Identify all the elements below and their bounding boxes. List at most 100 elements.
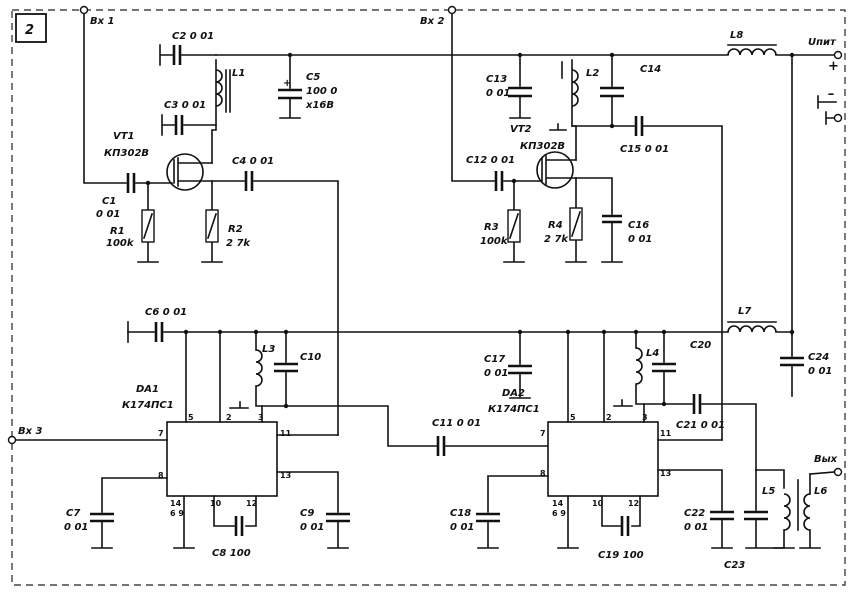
svg-text:7: 7 <box>540 429 546 438</box>
c2-label: C2 0 01 <box>172 31 214 42</box>
l5-label: L5 <box>762 486 775 497</box>
svg-text:2: 2 <box>226 413 232 422</box>
c6-label: C6 0 01 <box>145 307 187 318</box>
da2-label: DA2 <box>502 388 525 399</box>
svg-text:13: 13 <box>280 471 291 480</box>
c21-label: C21 0 01 <box>676 420 725 431</box>
input-1-terminal <box>79 5 89 15</box>
vt2-transistor <box>536 151 574 189</box>
svg-text:3: 3 <box>258 413 264 422</box>
c13-value: 0 01 <box>486 88 510 99</box>
c18-value: 0 01 <box>450 522 474 533</box>
c8-label: C8 100 <box>212 548 251 559</box>
svg-text:12: 12 <box>246 499 257 508</box>
svg-text:7: 7 <box>158 429 164 438</box>
svg-text:5: 5 <box>570 413 576 422</box>
c22-label: C22 <box>684 508 705 519</box>
c22-value: 0 01 <box>684 522 708 533</box>
svg-text:11: 11 <box>660 429 672 438</box>
l8-label: L8 <box>730 30 743 41</box>
c5-label: C5 <box>306 72 320 83</box>
c7-label: C7 <box>66 508 80 519</box>
input-2-terminal <box>447 5 457 15</box>
c17-label: C17 <box>484 354 505 365</box>
svg-text:6 9: 6 9 <box>552 509 566 518</box>
da1-type: К174ПС1 <box>122 400 174 411</box>
output-stage: C23 L5 L6 Вых <box>724 454 843 571</box>
supply-terminal <box>833 50 843 60</box>
r1-label: R1 <box>110 226 125 237</box>
c16-value: 0 01 <box>628 234 652 245</box>
output-terminal <box>833 467 843 477</box>
svg-text:10: 10 <box>592 499 604 508</box>
stage-da2: DA2 К174ПС1 2 3 5 7 8 10 11 12 13 14 6 9… <box>450 329 757 561</box>
c5-value: 100 0 <box>306 86 337 97</box>
svg-text:13: 13 <box>660 469 671 478</box>
c18-label: C18 <box>450 508 471 519</box>
input-2-label: Вх 2 <box>420 16 445 27</box>
stage-vt1: Вх 1 C1 0 01 R1 100k VT1 КП302В R2 2 7k … <box>79 5 339 436</box>
c3-label: C3 0 01 <box>164 100 206 111</box>
input-3-label: Вх 3 <box>18 426 43 437</box>
output-label: Вых <box>814 454 838 465</box>
l4-label: L4 <box>646 348 659 359</box>
c1-label: C1 <box>102 196 116 207</box>
c24-label: C24 <box>808 352 829 363</box>
supply-label: Uпит <box>808 37 837 48</box>
input-1-label: Вх 1 <box>90 16 115 27</box>
c4-label: C4 0 01 <box>232 156 274 167</box>
stage-da1: DA1 К174ПС1 2 3 5 7 8 10 11 12 13 14 6 9… <box>7 329 549 559</box>
c16-label: C16 <box>628 220 649 231</box>
c5-rating: x16B <box>305 100 334 111</box>
c17-value: 0 01 <box>484 368 508 379</box>
svg-text:2: 2 <box>606 413 612 422</box>
figure-number: 2 <box>25 23 34 38</box>
r3-value: 100k <box>480 236 509 247</box>
vt1-type: КП302В <box>104 148 149 159</box>
svg-text:+: + <box>283 78 291 89</box>
c24-value: 0 01 <box>808 366 832 377</box>
figure-number-box: 2 <box>15 13 47 43</box>
supply-minus: – <box>828 87 835 102</box>
l6-label: L6 <box>814 486 827 497</box>
r2-label: R2 <box>228 224 243 235</box>
c20-label: C20 <box>690 340 711 351</box>
c23-label: C23 <box>724 560 745 571</box>
svg-text:8: 8 <box>158 471 164 480</box>
r4-value: 2 7k <box>544 234 569 245</box>
vt1-transistor <box>166 153 204 191</box>
vt1-label: VT1 <box>113 131 135 142</box>
c9-value: 0 01 <box>300 522 324 533</box>
c14-label: C14 <box>640 64 661 75</box>
l1-label: L1 <box>232 68 245 79</box>
vt2-label: VT2 <box>510 124 532 135</box>
r3-label: R3 <box>484 222 499 233</box>
outer-frame <box>11 9 846 586</box>
stage-vt2: Вх 2 C12 0 01 R3 100k VT2 КП302В R4 2 7k… <box>420 5 723 441</box>
c7-value: 0 01 <box>64 522 88 533</box>
supply-plus: + <box>828 59 839 74</box>
svg-text:8: 8 <box>540 469 546 478</box>
supply-block: L8 Uпит + – <box>727 30 843 336</box>
da1-ic <box>166 421 278 497</box>
r2-value: 2 7k <box>226 238 251 249</box>
input-3-terminal <box>7 435 17 445</box>
c19-label: C19 100 <box>598 550 644 561</box>
vt2-type: КП302В <box>520 141 565 152</box>
middle-rail: C6 0 01 L7 C24 0 01 <box>127 306 832 397</box>
l2-label: L2 <box>586 68 599 79</box>
da1-label: DA1 <box>136 384 159 395</box>
svg-text:11: 11 <box>280 429 292 438</box>
c1-value: 0 01 <box>96 209 120 220</box>
l3-label: L3 <box>262 344 275 355</box>
svg-text:6 9: 6 9 <box>170 509 184 518</box>
svg-text:12: 12 <box>628 499 639 508</box>
svg-text:14: 14 <box>170 499 182 508</box>
c13-label: C13 <box>486 74 507 85</box>
c15-label: C15 0 01 <box>620 144 669 155</box>
c12-label: C12 0 01 <box>466 155 515 166</box>
l7-label: L7 <box>738 306 751 317</box>
c9-label: C9 <box>300 508 314 519</box>
svg-text:10: 10 <box>210 499 222 508</box>
